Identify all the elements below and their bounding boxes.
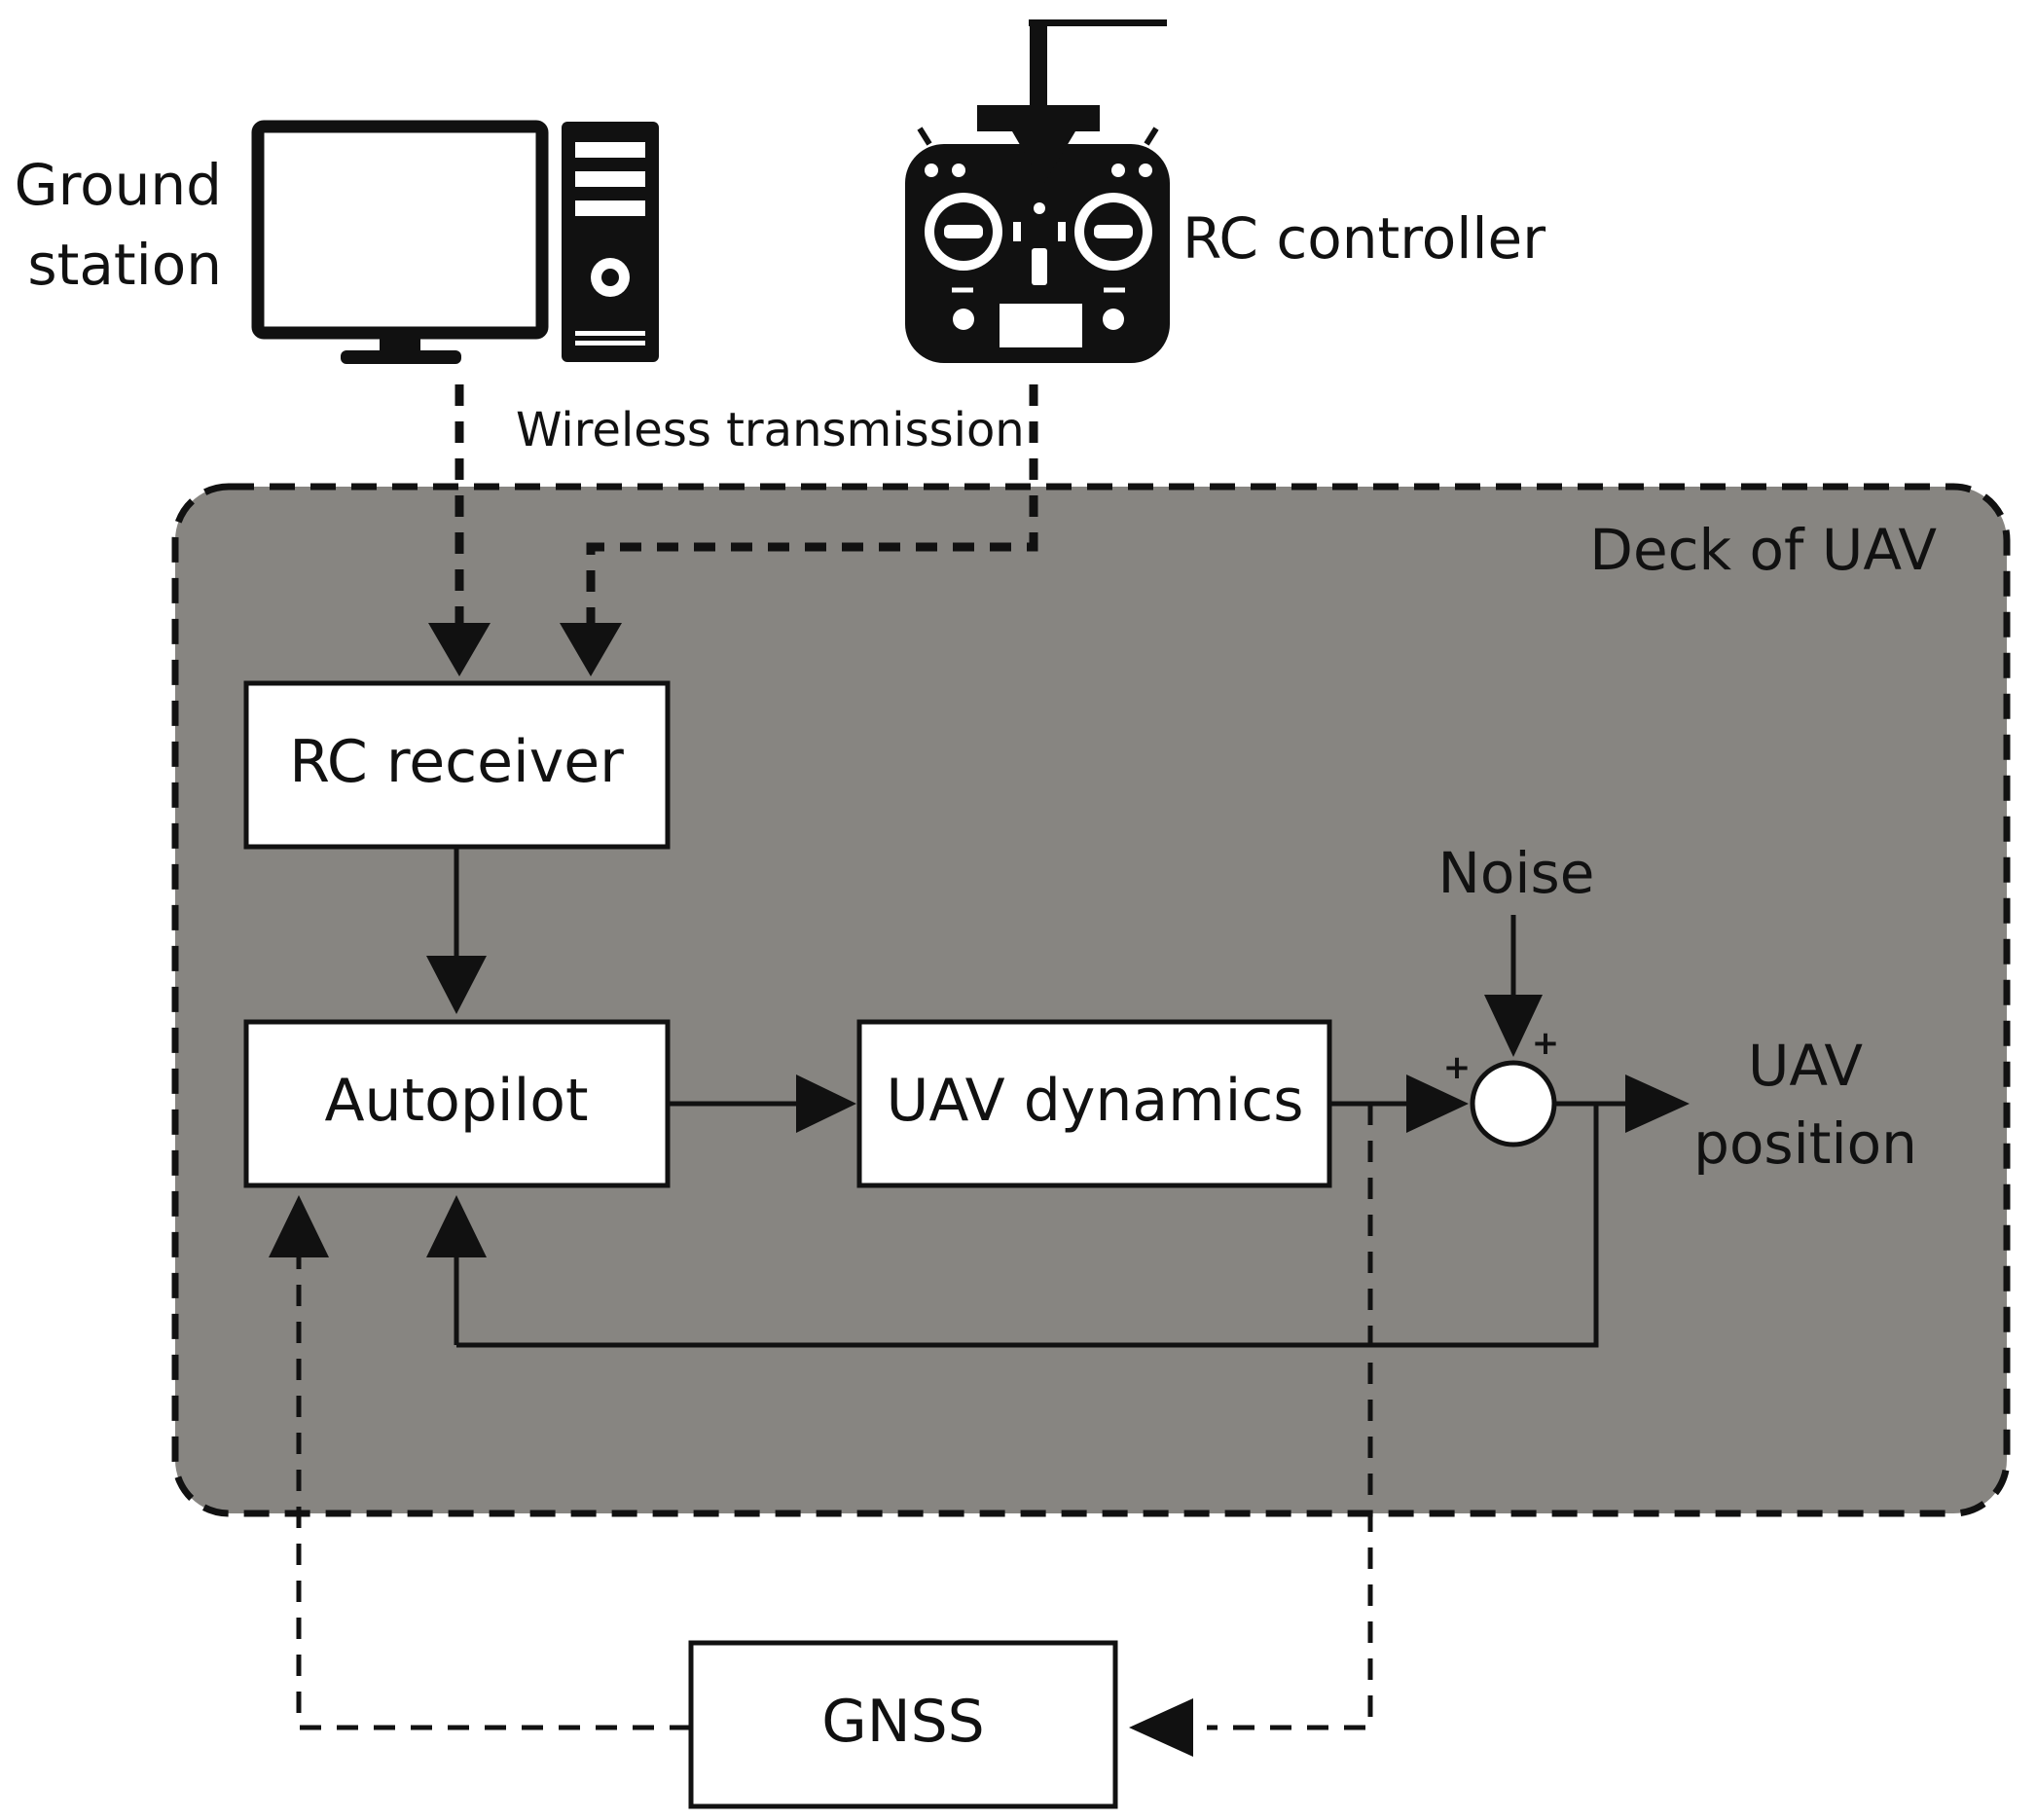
- uav-dynamics-label: UAV dynamics: [887, 1067, 1304, 1135]
- gnss-block: [688, 1640, 1118, 1809]
- desktop-computer-icon: [251, 120, 659, 364]
- deck-label: Deck of UAV: [1589, 517, 1937, 583]
- sum-to-output-arrowhead: [1625, 1074, 1690, 1133]
- gnss-to-autopilot-link: [296, 1256, 691, 1730]
- wireless-transmission-label: Wireless transmission: [516, 403, 1025, 457]
- rc-receiver-block: [243, 680, 671, 850]
- dynamics-to-sum-arrowhead: [1406, 1074, 1469, 1133]
- rc-controller-link: [586, 384, 1038, 623]
- rc-receiver-label: RC receiver: [289, 728, 624, 796]
- gnss-to-autopilot-arrowhead: [269, 1195, 329, 1257]
- rc-controller-label: RC controller: [1182, 205, 1545, 272]
- dynamics-to-gnss-arrowhead: [1129, 1698, 1193, 1757]
- autopilot-block: [243, 1019, 671, 1188]
- autopilot-label: Autopilot: [325, 1067, 589, 1135]
- autopilot-to-dynamics-arrowhead: [796, 1074, 856, 1133]
- noise-arrowhead: [1484, 995, 1543, 1057]
- receiver-to-autopilot-arrowhead: [426, 956, 487, 1014]
- sum-plus-top: +: [1532, 1024, 1560, 1063]
- uav-dynamics-block: [856, 1019, 1332, 1188]
- noise-label: Noise: [1438, 840, 1595, 906]
- rc-controller-link-arrowhead: [560, 623, 622, 676]
- summing-junction: [1470, 1060, 1557, 1147]
- ground-station-label-line1: Ground: [15, 152, 222, 218]
- feedback-loop-line: [456, 1104, 1599, 1348]
- feedback-loop-arrowhead: [426, 1195, 487, 1257]
- ground-station-label-line2: station: [27, 232, 222, 298]
- sum-plus-left: +: [1443, 1048, 1472, 1087]
- uav-position-label-line1: UAV: [1748, 1033, 1863, 1099]
- gnss-label: GNSS: [821, 1688, 985, 1756]
- ground-station-link-arrowhead: [428, 623, 491, 676]
- uav-position-label-line2: position: [1693, 1110, 1917, 1177]
- rc-transmitter-icon: [905, 19, 1170, 363]
